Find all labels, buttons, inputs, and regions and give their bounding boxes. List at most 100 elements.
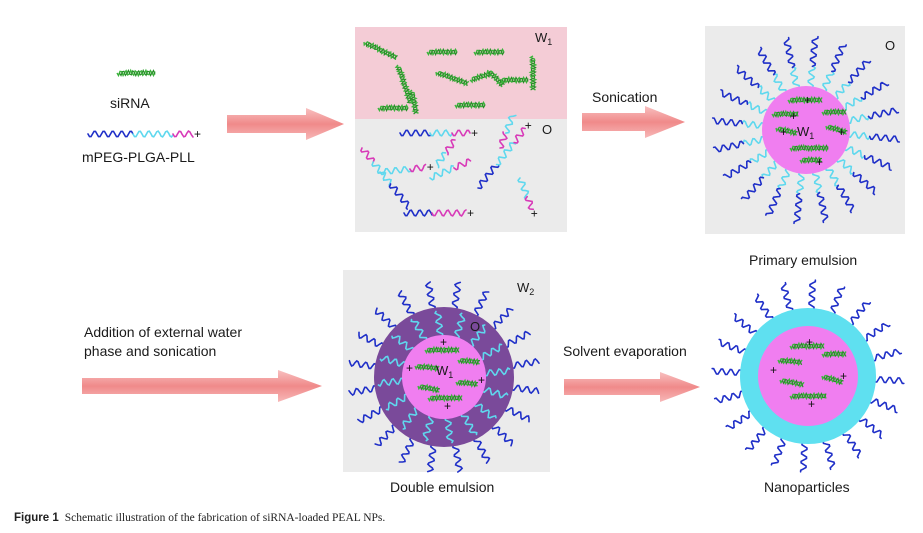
copolymer-chain — [783, 36, 801, 90]
double-emulsion-charges: ++++ — [406, 335, 485, 413]
sirna-strand — [414, 362, 440, 373]
double-emulsion-w1-core — [402, 335, 486, 419]
copolymer-chain — [499, 114, 517, 149]
copolymer-chain — [348, 359, 378, 370]
positive-charge: + — [790, 109, 797, 123]
positive-charge: + — [406, 361, 413, 375]
copolymer-chain — [847, 131, 901, 143]
sonication-label: Sonication — [592, 89, 657, 105]
copolymer-chain — [481, 387, 509, 399]
copolymer-chain — [822, 44, 847, 93]
copolymer-chain — [793, 171, 805, 225]
copolymer-chain — [811, 170, 829, 224]
external-water-label-line2: phase and sonication — [84, 343, 216, 359]
copolymer-chain — [765, 167, 790, 216]
copolymer-chain — [711, 117, 765, 129]
sirna-strand — [779, 377, 805, 389]
copolymer-chain — [377, 377, 405, 387]
sirna-strand — [457, 356, 481, 366]
primary-oil-symbol: O — [885, 38, 895, 53]
copolymer-chain: + — [87, 127, 201, 141]
sirna-strand — [789, 341, 825, 351]
copolymer-chain — [711, 367, 743, 376]
sirna-strand — [486, 69, 505, 88]
copolymer-chain — [873, 376, 905, 385]
sirna-strand — [424, 345, 460, 355]
copolymer-chain — [435, 138, 456, 169]
copolymer-chain — [374, 307, 398, 331]
copolymer-chain — [754, 293, 775, 322]
copolymer-chain — [830, 286, 846, 316]
copolymer-chain — [843, 146, 892, 171]
positive-charge: + — [838, 125, 845, 139]
copolymer-chain — [348, 384, 378, 397]
nanoparticle-charges: ++++ — [770, 335, 847, 411]
copolymer-chain — [841, 81, 890, 112]
panel1-sirna-strands — [363, 41, 538, 115]
copolymer-chain — [444, 416, 454, 444]
arrow-sonication — [582, 106, 685, 138]
figure-number: Figure 1 — [14, 512, 59, 524]
positive-charge: + — [194, 127, 201, 141]
sirna-strand — [455, 378, 479, 388]
panel-primary-emulsion: +++++ W1 O — [705, 26, 905, 234]
copolymer-chain — [490, 307, 514, 331]
copolymer-chain — [460, 411, 478, 436]
copolymer-chain — [770, 436, 786, 466]
sirna-legend-glyph — [116, 68, 156, 78]
oil-symbol: O — [542, 122, 552, 137]
copolymer-chain — [734, 312, 758, 336]
sirna-strand — [435, 70, 470, 87]
sirna-strand — [821, 374, 844, 386]
positive-charge: + — [471, 126, 478, 140]
panel1-copolymer-chains: +++++ — [359, 114, 538, 220]
copolymer-chain — [718, 338, 748, 354]
double-emulsion-sirna — [414, 345, 481, 403]
copolymer-legend-glyph: + — [87, 127, 201, 141]
arrow-solvent-evaporation — [564, 372, 700, 402]
sirna-strand — [787, 95, 823, 105]
double-w1-symbol: W1 — [436, 363, 453, 380]
arrow-external-water — [82, 370, 322, 402]
primary-emulsion-sirna — [771, 95, 848, 165]
copolymer-chain — [822, 438, 836, 471]
nanoparticle-chains — [711, 279, 905, 473]
oil-phase-layer — [355, 119, 567, 232]
copolymer-chain — [858, 416, 882, 440]
copolymer-chain — [424, 281, 437, 311]
copolymer-chain — [472, 436, 491, 464]
copolymer-chain — [799, 441, 808, 473]
sirna-strand — [454, 100, 486, 110]
copolymer-chain — [722, 148, 771, 179]
copolymer-chain — [808, 279, 817, 311]
positive-charge: + — [440, 335, 447, 349]
copolymer-chain — [833, 60, 872, 101]
sirna-strand — [363, 41, 398, 60]
copolymer-chain: + — [399, 126, 478, 140]
copolymer-chain — [510, 357, 540, 370]
panel-two-phase-mixture: +++++ W1 O — [355, 27, 567, 232]
positive-charge: + — [816, 155, 823, 169]
sirna-strand — [528, 55, 538, 91]
sirna-strand — [427, 393, 463, 403]
copolymer-chain — [725, 409, 754, 430]
copolymer-chain — [451, 281, 462, 311]
primary-emulsion-charges: +++++ — [780, 93, 845, 169]
copolymer-chain — [410, 318, 428, 343]
primary-emulsion-chains — [711, 35, 901, 225]
panel-nanoparticles: ++++ — [711, 279, 905, 473]
copolymer-chain — [504, 406, 530, 423]
double-emulsion-title: Double emulsion — [390, 479, 494, 495]
positive-charge: + — [531, 206, 538, 220]
sirna-strand — [377, 103, 409, 113]
primary-emulsion-w1-droplet — [762, 86, 850, 174]
copolymer-chain — [862, 322, 891, 343]
copolymer-chain — [848, 302, 872, 326]
positive-charge: + — [478, 373, 485, 387]
copolymer-chain — [835, 157, 876, 196]
positive-charge: + — [840, 369, 847, 383]
copolymer-chain — [713, 390, 746, 404]
primary-emulsion-title: Primary emulsion — [749, 252, 857, 268]
copolymer-chain — [429, 158, 472, 181]
